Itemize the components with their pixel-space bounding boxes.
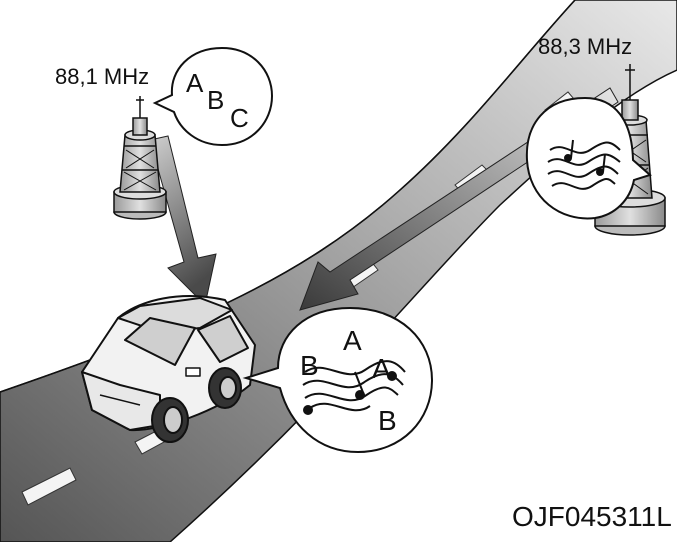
bubble-letter-c: C [230,103,249,133]
signal-arrow-left [149,135,217,307]
speech-bubble-right [525,96,652,220]
car-bubble-letter-a-right: A [372,353,391,384]
speech-bubble-car: A B A B [242,306,434,454]
bubble-letter-b: B [207,85,224,115]
speech-bubble-left: A B C [152,46,274,147]
tower-left-frequency: 88,1 MHz [55,64,149,89]
music-waves-icon [547,139,621,190]
car-bubble-letter-b-left: B [300,350,319,381]
radio-tower-left [113,96,167,220]
car [81,295,256,443]
tower-right-frequency: 88,3 MHz [538,34,632,59]
car-bubble-letter-b-bottom: B [378,405,397,436]
bubble-letter-a: A [186,68,204,98]
car-bubble-letter-a-top: A [343,325,362,356]
figure-code: OJF045311L [512,501,672,532]
mixed-waves-icon [302,360,406,415]
